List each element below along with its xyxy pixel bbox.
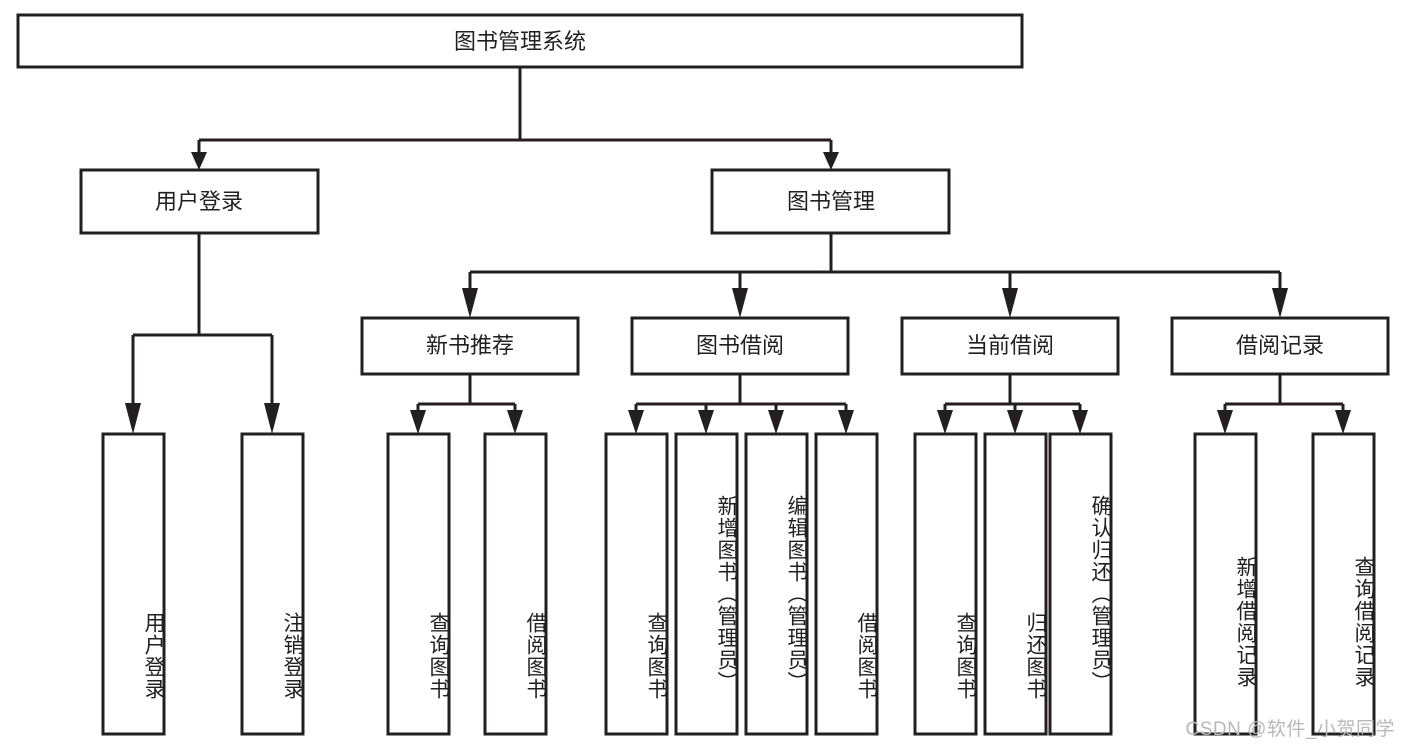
node-box-user-login[interactable] [79, 168, 320, 235]
node-box-leaf-query-record[interactable] [1311, 432, 1376, 736]
arrow-head-icon [1072, 410, 1088, 434]
connector-group [131, 67, 1345, 410]
node-box-leaf-add-book[interactable] [674, 432, 739, 736]
node-box-group: 图书管理系统 用户登录 图书管理 新书推荐 图书借阅 当前借阅 借阅记录 [16, 13, 1390, 736]
csdn-watermark: CSDN @软件_小贺同学 [1185, 719, 1395, 740]
node-box-leaf-query-book-1[interactable] [386, 432, 451, 736]
node-box-leaf-borrow-book-2[interactable] [814, 432, 879, 736]
connector-userlogin-trunk [131, 233, 274, 403]
node-box-root[interactable] [16, 13, 1024, 69]
node-box-leaf-confirm-return[interactable] [1048, 432, 1113, 736]
node-box-leaf-borrow-book-1[interactable] [483, 432, 548, 736]
node-box-current-borrow[interactable] [900, 316, 1120, 376]
arrow-head-icon [410, 410, 426, 434]
arrow-head-icon [507, 410, 523, 434]
arrow-head-icon [462, 288, 478, 318]
arrow-head-icon [937, 410, 953, 434]
connector-newbook-trunk [416, 374, 517, 410]
node-box-leaf-user-login[interactable] [101, 432, 166, 736]
arrow-head-icon [732, 288, 748, 318]
node-label-borrow-record: 借阅记录 [1236, 333, 1324, 358]
arrowhead-group [125, 152, 1351, 434]
connector-borrowrecord-trunk [1223, 374, 1345, 410]
node-label-new-book-recommend: 新书推荐 [426, 333, 514, 358]
connector-currentborrow-trunk [943, 374, 1082, 410]
node-box-borrow-record[interactable] [1170, 316, 1390, 376]
node-box-leaf-query-book-3[interactable] [913, 432, 978, 736]
node-label-book-manage: 图书管理 [787, 189, 875, 214]
arrow-head-icon [1272, 288, 1288, 318]
node-label-current-borrow: 当前借阅 [966, 333, 1054, 358]
node-box-leaf-query-book-2[interactable] [604, 432, 669, 736]
node-box-leaf-user-logout[interactable] [240, 432, 305, 736]
arrow-head-icon [823, 152, 839, 170]
arrow-head-icon [1002, 288, 1018, 318]
arrow-head-icon [628, 410, 644, 434]
connector-bookborrow-trunk [634, 374, 848, 410]
node-label-user-login: 用户登录 [155, 189, 243, 214]
arrow-head-icon [264, 403, 280, 434]
node-box-leaf-edit-book[interactable] [744, 432, 809, 736]
node-box-book-borrow[interactable] [630, 316, 850, 376]
arrow-head-icon [698, 410, 714, 434]
node-label-root: 图书管理系统 [454, 29, 586, 54]
node-box-leaf-return-book[interactable] [983, 432, 1048, 736]
arrow-head-icon [191, 152, 207, 170]
node-box-new-book-recommend[interactable] [360, 316, 580, 376]
node-box-book-manage[interactable] [710, 168, 951, 235]
connector-bookmanage-trunk [468, 233, 1282, 288]
arrow-head-icon [1007, 410, 1023, 434]
node-box-leaf-add-record[interactable] [1193, 432, 1258, 736]
connector-root-trunk [197, 67, 833, 152]
arrow-head-icon [838, 410, 854, 434]
node-label-book-borrow: 图书借阅 [696, 333, 784, 358]
arrow-head-icon [1335, 410, 1351, 434]
arrow-head-icon [125, 403, 141, 434]
arrow-head-icon [1217, 410, 1233, 434]
arrow-head-icon [768, 410, 784, 434]
